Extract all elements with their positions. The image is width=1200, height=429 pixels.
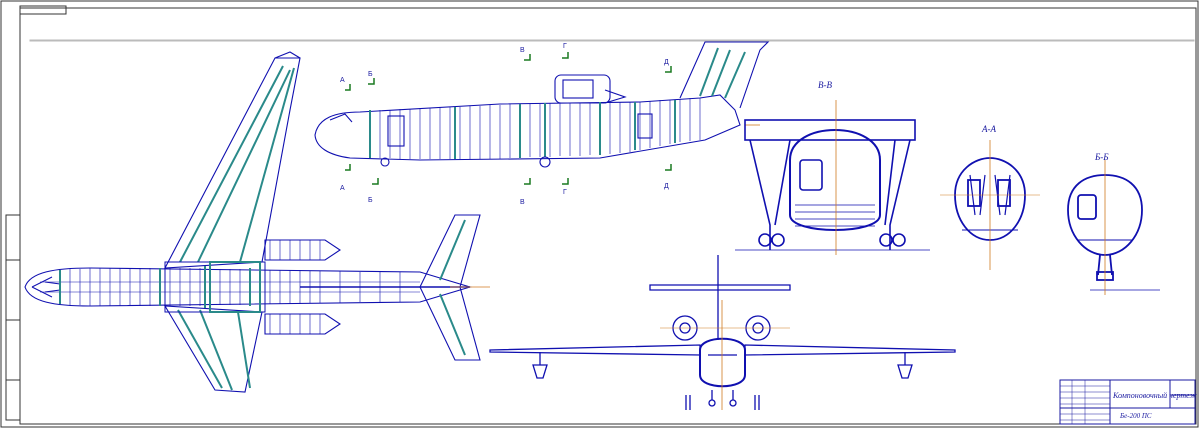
cut-letter-g-bottom: Г (563, 189, 567, 196)
section-a-a (940, 140, 1040, 270)
cut-letter-g-top: Г (563, 43, 567, 50)
front-view (489, 255, 956, 410)
section-label-v-v: В-В (818, 80, 832, 90)
cut-letter-b-bottom: Б (368, 197, 373, 204)
cut-letter-b-top: Б (368, 71, 373, 78)
cut-letter-v-bottom: В (520, 199, 525, 206)
cut-letter-d-top: Д (664, 59, 669, 66)
plan-view (24, 51, 490, 393)
section-b-b (1067, 160, 1160, 295)
side-view (314, 41, 770, 168)
title-block-code: Бе-200 ПС (1119, 412, 1152, 420)
cut-letter-v-top: В (520, 47, 525, 54)
cut-letter-d-bottom: Д (664, 183, 669, 190)
section-label-b-b: Б-Б (1094, 152, 1109, 162)
cut-letter-a-top: А (340, 77, 345, 84)
cut-letter-a-bottom: А (340, 185, 345, 192)
cut-markers (345, 52, 672, 185)
title-block (1059, 379, 1196, 425)
section-v-v (735, 100, 930, 255)
section-label-a-a: А-А (981, 124, 996, 134)
title-block-title: Компоновочный чертеж (1112, 391, 1198, 400)
